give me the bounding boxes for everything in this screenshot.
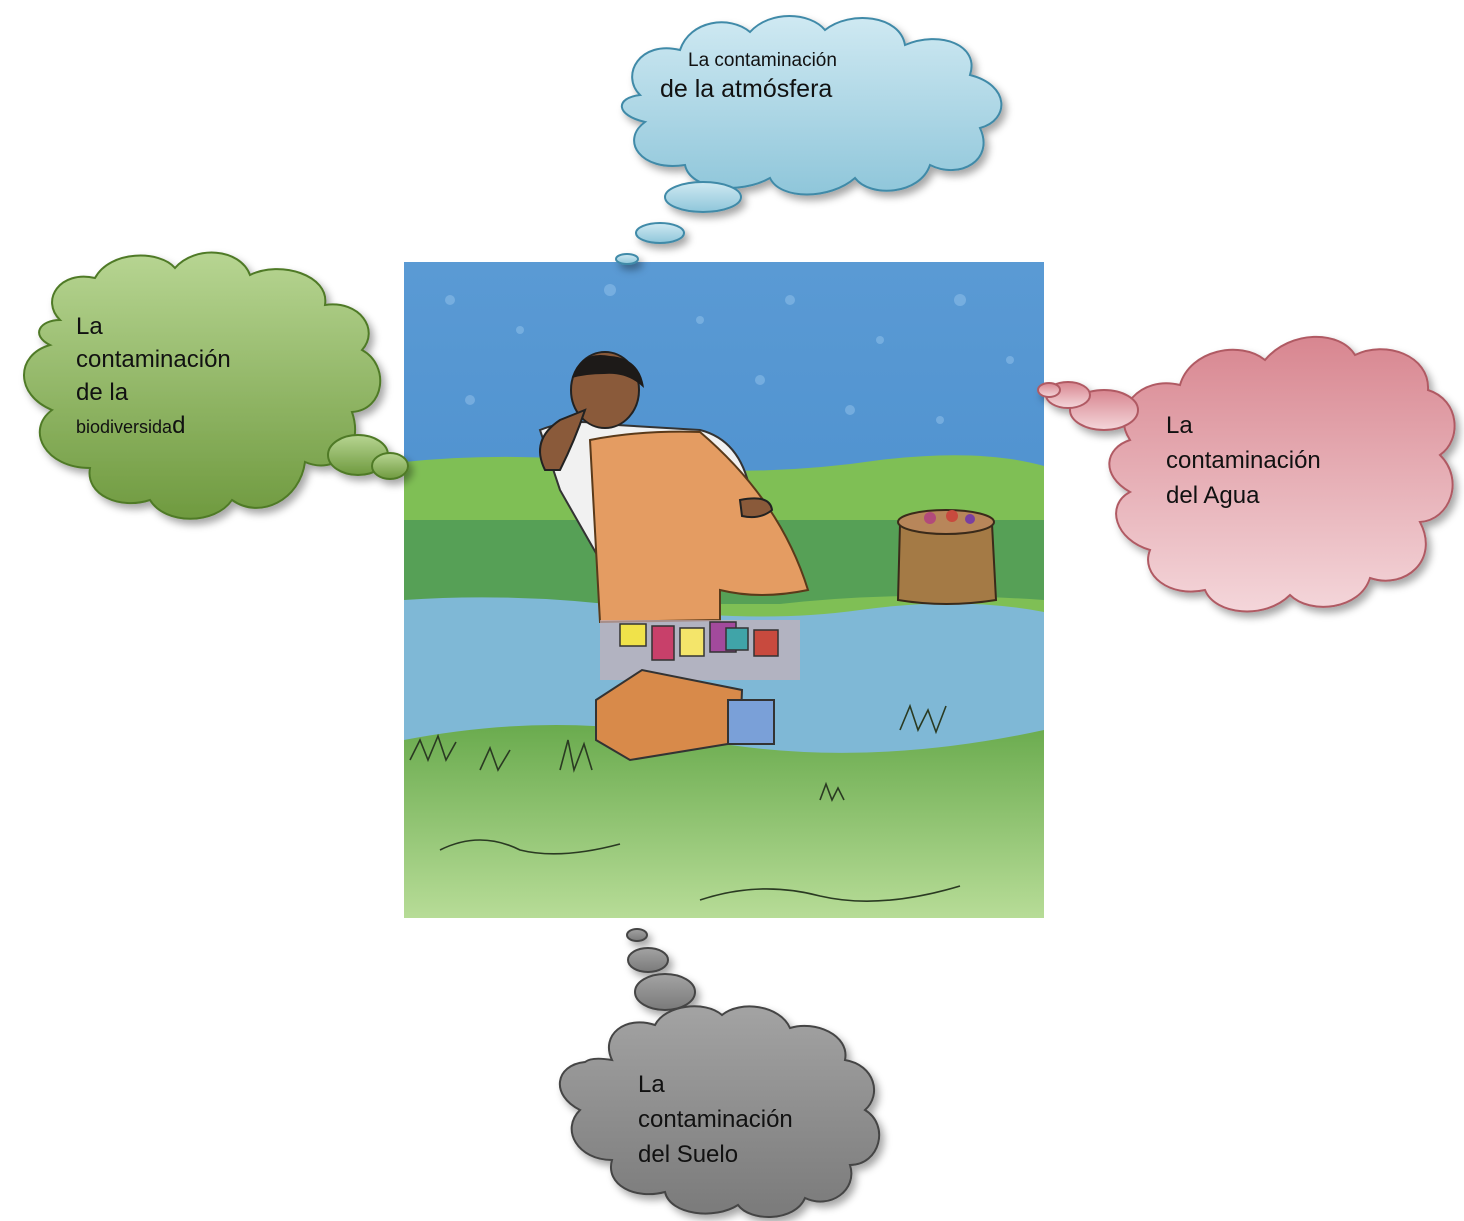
cloud-soil — [559, 928, 881, 1218]
cloud-biodiversity-line2: contaminación — [76, 346, 231, 373]
person-figure — [538, 351, 810, 624]
cloud-water-line1: La — [1166, 412, 1193, 439]
cloud-atmosphere — [615, 15, 1003, 265]
sky-speckles — [445, 284, 1014, 424]
thought-bubble-large — [664, 181, 742, 213]
thought-bubble-small — [371, 452, 409, 480]
river-water — [404, 597, 1044, 765]
cloud-water — [1037, 335, 1456, 613]
cloud-biodiversity — [23, 251, 409, 520]
cloud-biodiversity-line3: de la — [76, 379, 129, 406]
cloud-atmosphere-line1: La contaminación — [688, 50, 837, 71]
cloud-water-line3: del Agua — [1166, 482, 1260, 509]
thought-bubble-medium — [635, 222, 685, 244]
thought-bubble-large — [634, 973, 696, 1011]
thought-bubble-small — [615, 253, 639, 265]
cloud-biodiversity-line4: biodiversidad — [76, 409, 231, 444]
grass-strokes — [409, 703, 961, 902]
trash-pile — [595, 620, 800, 762]
cloud-biodiversity-line4-small: biodiversida — [76, 417, 173, 437]
thought-bubble-small — [1037, 382, 1061, 398]
cloud-soil-line1: La — [638, 1071, 665, 1098]
illustration — [404, 262, 1044, 918]
thought-bubble-small — [626, 928, 648, 942]
riverbank-grass — [404, 725, 1044, 918]
cloud-biodiversity-line4-end: d — [172, 412, 186, 439]
trash-bag — [588, 430, 810, 624]
cloud-biodiversity-line1: La — [76, 313, 103, 340]
thought-bubble-medium — [627, 947, 669, 973]
cloud-water-text: La contaminación del Agua — [1166, 408, 1321, 513]
cloud-atmosphere-line2: de la atmósfera — [660, 75, 833, 103]
cloud-soil-line2: contaminación — [638, 1106, 793, 1133]
cloud-water-line2: contaminación — [1166, 447, 1321, 474]
trash-barrel — [896, 509, 998, 605]
cloud-soil-line3: del Suelo — [638, 1141, 739, 1168]
cloud-atmosphere-text: La contaminación de la atmósfera — [660, 48, 837, 104]
cloud-soil-text: La contaminación del Suelo — [638, 1067, 793, 1172]
cloud-biodiversity-text: La contaminación de la biodiversidad — [76, 310, 231, 444]
